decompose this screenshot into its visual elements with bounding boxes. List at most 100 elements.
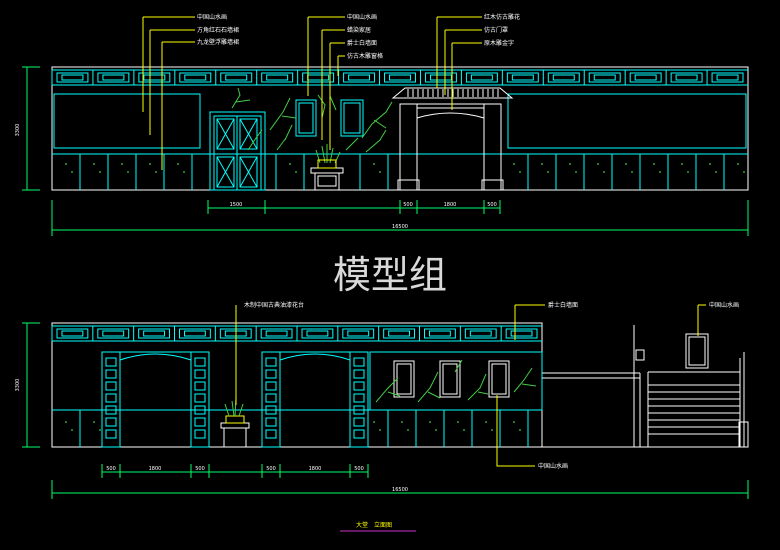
bottom-arch-door-2 — [261, 351, 369, 448]
top-lattice-band — [51, 69, 748, 86]
lattice-panel — [179, 328, 211, 339]
lattice-inner — [388, 330, 410, 337]
bottom-elevation — [51, 322, 749, 448]
dim-label: 500 — [266, 466, 276, 472]
door-grid-cell — [105, 417, 117, 427]
decor-dot — [65, 421, 67, 423]
door-grid-cell — [265, 369, 277, 379]
lattice-panel — [670, 72, 703, 83]
callout-text: 中国山水画 — [709, 301, 739, 309]
decor-dot — [603, 171, 605, 173]
decor-dot — [541, 163, 543, 165]
door-grid-cell — [194, 357, 206, 367]
caption-label: 立面图 — [374, 521, 392, 529]
drawing-caption: 大堂 立面图 — [340, 521, 416, 532]
lattice-inner — [306, 330, 329, 337]
door-grid-cell — [353, 369, 365, 379]
door-grid-cell — [105, 357, 117, 367]
lattice-inner — [470, 74, 493, 81]
lattice-inner — [429, 74, 452, 81]
callout-text: 中国山水画 — [347, 13, 377, 21]
callout-text: 仿古门罩 — [484, 26, 508, 34]
lattice-panel — [342, 328, 375, 339]
decor-dot — [155, 171, 157, 173]
decor-dot — [295, 171, 297, 173]
dim-label: 1800 — [309, 466, 322, 472]
door-grid-cell — [194, 405, 206, 415]
dim-label: 1500 — [230, 202, 243, 208]
top-callout-labels: 中国山水画 方角红石石墙裙 九龙壁浮雕墙裙 中国山水画 蜡染家居 爵士白墙面 仿… — [197, 13, 520, 60]
decor-dot — [379, 171, 381, 173]
door-grid-cell — [194, 381, 206, 391]
bottom-vine-decor — [375, 359, 537, 403]
callout-text: 九龙壁浮雕墙裙 — [197, 38, 239, 46]
bottom-painting-panel — [369, 351, 543, 411]
decor-dot — [659, 171, 661, 173]
decor-dot — [429, 421, 431, 423]
lattice-inner — [184, 74, 207, 81]
decor-dot — [93, 421, 95, 423]
door-grid-cell — [353, 357, 365, 367]
decor-dot — [709, 163, 711, 165]
lattice-inner — [143, 330, 166, 337]
lattice-panel — [464, 328, 497, 339]
lattice-panel — [424, 328, 456, 339]
bottom-dimensions — [22, 322, 749, 499]
total-dim-label: 16500 — [392, 487, 408, 493]
lattice-inner — [348, 74, 371, 81]
decor-dot — [569, 163, 571, 165]
lattice-inner — [61, 330, 84, 337]
lattice-panel — [506, 72, 539, 83]
decor-dot — [289, 163, 291, 165]
lattice-panel — [465, 72, 498, 83]
lattice-inner — [716, 74, 739, 81]
lattice-inner — [266, 74, 289, 81]
lattice-panel — [138, 72, 171, 83]
lattice-panel — [97, 328, 130, 339]
decor-dot — [435, 429, 437, 431]
decor-dot — [99, 171, 101, 173]
dim-label: 500 — [106, 466, 116, 472]
decor-dot — [743, 171, 745, 173]
top-flower-stand — [310, 144, 344, 190]
door-grid-cell — [265, 405, 277, 415]
callout-text: 原木雕金字 — [484, 39, 514, 47]
door-grid-cell — [353, 393, 365, 403]
decor-dot — [149, 163, 151, 165]
callout-text: 中国山水画 — [197, 13, 227, 21]
door-grid-cell — [105, 393, 117, 403]
lattice-inner — [511, 74, 534, 81]
lattice-panel — [302, 72, 335, 83]
door-grid-cell — [105, 429, 117, 439]
door-grid-cell — [265, 393, 277, 403]
lattice-panel — [424, 72, 457, 83]
callout-text: 爵士白墙面 — [548, 301, 578, 309]
door-grid-cell — [194, 369, 206, 379]
lattice-panel — [629, 72, 662, 83]
dim-label: 500 — [195, 466, 205, 472]
lattice-panel — [383, 328, 415, 339]
top-left-painting-panel — [53, 93, 201, 149]
decor-dot — [373, 421, 375, 423]
lattice-panel — [711, 72, 744, 83]
top-right-painting-panel — [507, 93, 747, 149]
decor-dot — [653, 163, 655, 165]
dim-label: 500 — [403, 202, 413, 208]
lattice-inner — [225, 74, 248, 81]
decor-dot — [513, 163, 515, 165]
decor-dot — [597, 163, 599, 165]
decor-dot — [121, 163, 123, 165]
decor-dot — [71, 429, 73, 431]
door-grid-cell — [353, 381, 365, 391]
lattice-panel — [97, 72, 130, 83]
lattice-inner — [429, 330, 451, 337]
bottom-arch-door-1 — [101, 351, 210, 448]
decor-dot — [93, 163, 95, 165]
lattice-panel — [56, 72, 89, 83]
top-double-door — [209, 111, 266, 191]
decor-dot — [519, 429, 521, 431]
top-gateway — [391, 87, 514, 191]
lattice-inner — [61, 74, 84, 81]
